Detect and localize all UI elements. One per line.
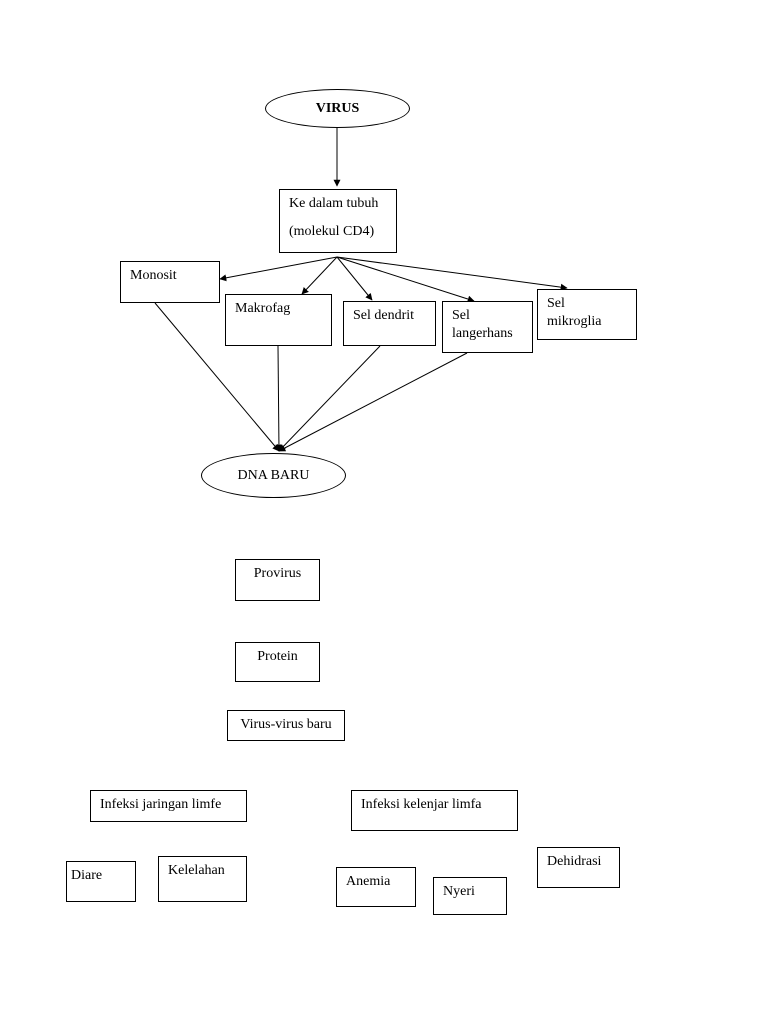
body-entry-node: Ke dalam tubuh (molekul CD4) — [279, 189, 397, 253]
infeksi-kelenjar-limfa-label: Infeksi kelenjar limfa — [361, 797, 482, 812]
arrow-langerhans-to-dna — [278, 352, 468, 452]
virus-baru-node: Virus-virus baru — [227, 710, 345, 741]
arrow-body-to-mikroglia — [336, 256, 568, 291]
nyeri-label: Nyeri — [443, 884, 475, 899]
provirus-node: Provirus — [235, 559, 320, 601]
arrow-body-to-langerhans — [336, 256, 475, 303]
provirus-label: Provirus — [253, 566, 302, 581]
infeksi-jaringan-limfe-label: Infeksi jaringan limfe — [100, 797, 222, 812]
protein-node: Protein — [235, 642, 320, 682]
kelelahan-label: Kelelahan — [168, 863, 225, 878]
arrow-body-to-makrofag — [301, 256, 338, 295]
makrofag-label: Makrofag — [235, 301, 291, 316]
body-entry-line2: (molekul CD4) — [289, 224, 375, 240]
sel-langerhans-node: Sel langerhans — [442, 301, 533, 353]
infeksi-kelenjar-limfa-node: Infeksi kelenjar limfa — [351, 790, 518, 831]
virus-baru-label: Virus-virus baru — [240, 717, 332, 732]
arrow-dendrit-to-dna — [278, 345, 381, 452]
sel-dendrit-label: Sel dendrit — [353, 308, 415, 323]
makrofag-node: Makrofag — [225, 294, 332, 346]
dehidrasi-label: Dehidrasi — [547, 854, 602, 869]
anemia-node: Anemia — [336, 867, 416, 907]
nyeri-node: Nyeri — [433, 877, 507, 915]
virus-label: VIRUS — [315, 100, 360, 116]
sel-langerhans-line1: Sel — [452, 308, 470, 323]
sel-langerhans-line2: langerhans — [452, 326, 513, 342]
arrow-body-to-monosit — [219, 256, 338, 282]
dehidrasi-node: Dehidrasi — [537, 847, 620, 888]
arrow-body-to-dendrit — [336, 256, 373, 301]
dna-baru-label: DNA BARU — [237, 467, 310, 483]
body-entry-line1: Ke dalam tubuh — [289, 196, 379, 211]
diare-label: Diare — [71, 868, 103, 883]
sel-mikroglia-line2: mikroglia — [547, 314, 602, 330]
monosit-label: Monosit — [130, 268, 177, 283]
sel-mikroglia-node: Sel mikroglia — [537, 289, 637, 340]
virus-node: VIRUS — [265, 89, 410, 128]
anemia-label: Anemia — [346, 874, 391, 889]
protein-label: Protein — [257, 649, 298, 664]
monosit-node: Monosit — [120, 261, 220, 303]
sel-dendrit-node: Sel dendrit — [343, 301, 436, 346]
kelelahan-node: Kelelahan — [158, 856, 247, 902]
dna-baru-node: DNA BARU — [201, 453, 346, 498]
diare-node: Diare — [66, 861, 136, 902]
arrow-makrofag-to-dna — [275, 345, 283, 452]
sel-mikroglia-line1: Sel — [547, 296, 565, 311]
infeksi-jaringan-limfe-node: Infeksi jaringan limfe — [90, 790, 247, 822]
